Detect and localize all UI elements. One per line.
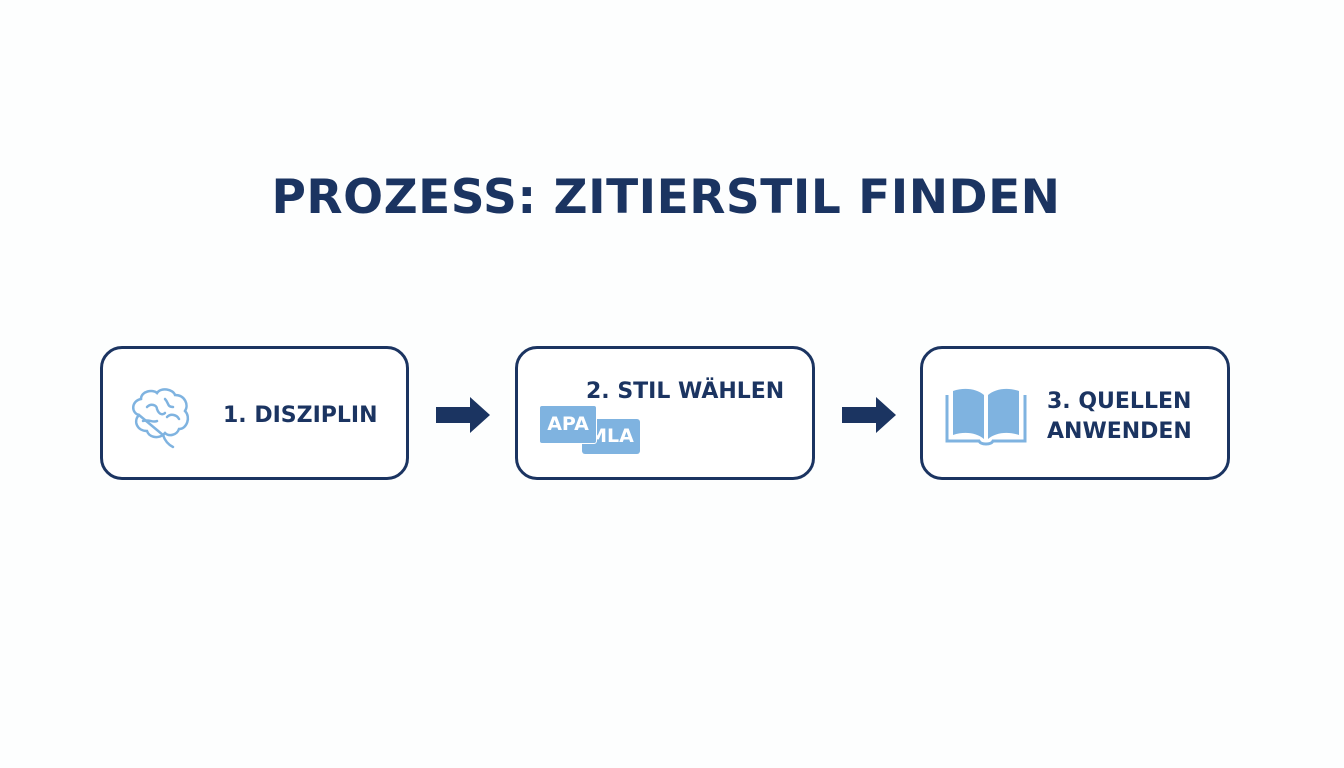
step-1-label: 1. DISZIPLIN xyxy=(223,403,378,428)
step-1-box: 1. DISZIPLIN xyxy=(100,346,409,480)
mla-tag: MLA xyxy=(582,419,640,454)
open-book-icon xyxy=(945,388,1027,446)
arrow-right-icon xyxy=(842,397,896,433)
step-2-label: 2. STIL WÄHLEN xyxy=(586,379,785,404)
step-3-label-line1: 3. QUELLEN xyxy=(1047,389,1192,414)
step-3-label-line2: ANWENDEN xyxy=(1047,419,1192,444)
apa-tag: APA xyxy=(539,405,597,444)
page-title: PROZESS: ZITIERSTIL FINDEN xyxy=(271,170,1061,225)
arrow-right-icon xyxy=(436,397,490,433)
step-2-box: 2. STIL WÄHLEN MLA APA xyxy=(515,346,815,480)
step-3-box: 3. QUELLEN ANWENDEN xyxy=(920,346,1230,480)
brain-icon xyxy=(132,388,190,449)
